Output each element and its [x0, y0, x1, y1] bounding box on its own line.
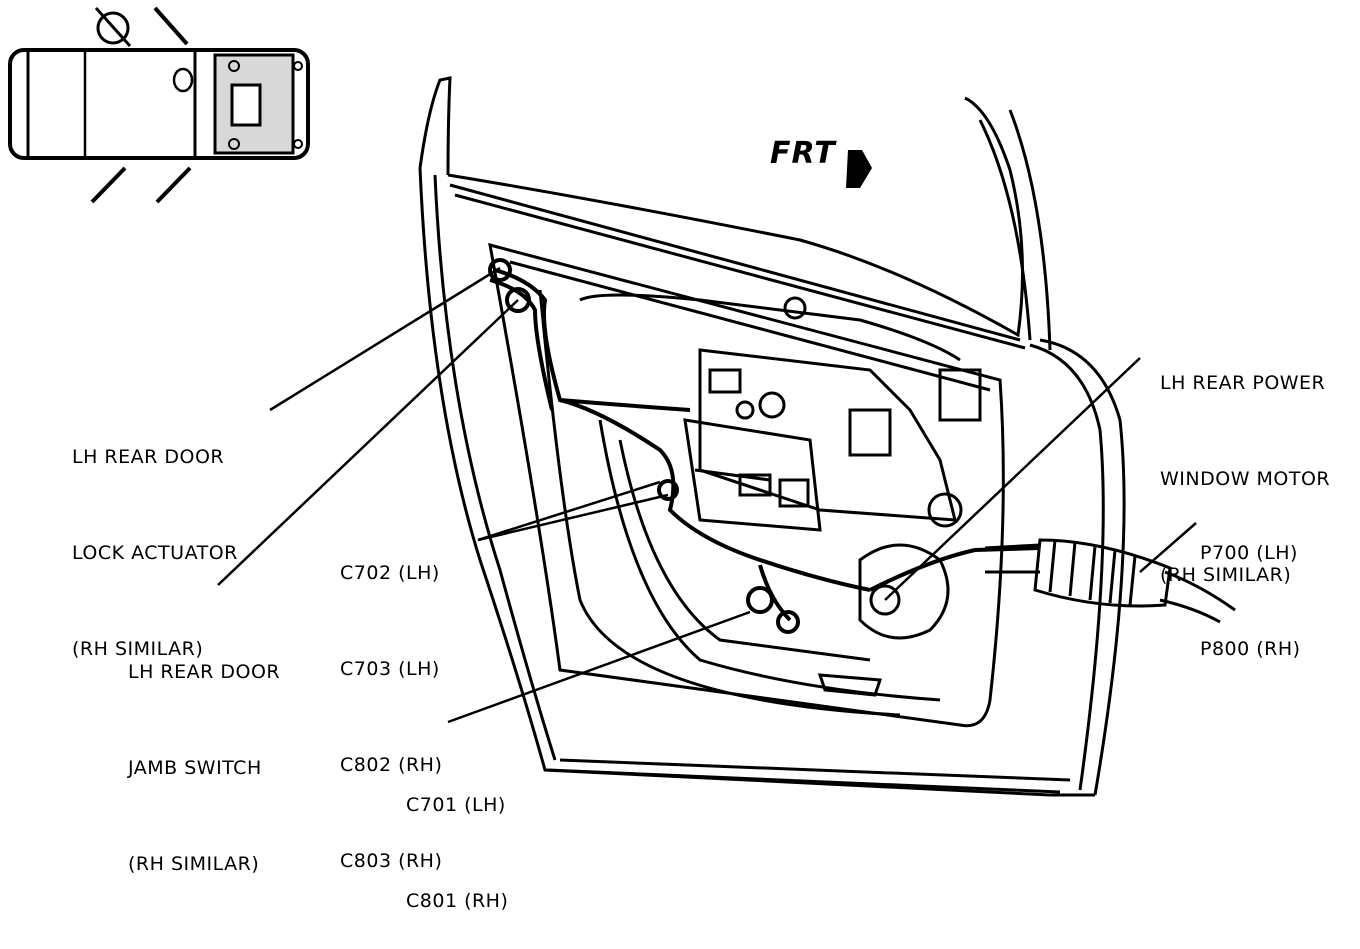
callout-line: C702 (LH) [340, 562, 440, 584]
callout-line: (RH SIMILAR) [72, 638, 204, 660]
callout-window-motor: LH REAR POWER WINDOW MOTOR (RH SIMILAR) [1160, 303, 1330, 623]
callout-line: C703 (LH) [340, 658, 440, 680]
callout-jamb-switch: LH REAR DOOR JAMB SWITCH (RH SIMILAR) [128, 592, 280, 912]
leader-lines [217, 266, 1197, 724]
callout-line: LH REAR DOOR [128, 661, 281, 683]
callout-line: JAMB SWITCH [128, 757, 262, 779]
callout-line: C801 (RH) [406, 890, 509, 912]
harness-boot [984, 538, 1236, 624]
door-wiring-diagram [8, 6, 1236, 797]
front-direction-arrow-icon [846, 150, 872, 188]
door-inner-panel [488, 242, 1005, 728]
callout-line: LH REAR DOOR [72, 446, 225, 468]
callout-line: (RH SIMILAR) [1160, 564, 1292, 586]
vehicle-top-view-icon [8, 6, 310, 204]
callout-line: LH REAR POWER [1160, 372, 1326, 394]
callout-connectors-c701: C701 (LH) C801 (RH) [406, 725, 508, 949]
callout-line: P800 (RH) [1200, 638, 1301, 660]
callout-line: C802 (RH) [340, 754, 443, 776]
front-direction-label: FRT [770, 136, 836, 171]
door-frame [418, 76, 1126, 797]
callout-line: C701 (LH) [406, 794, 506, 816]
callout-line: P700 (LH) [1200, 542, 1298, 564]
callout-lock-actuator: LH REAR DOOR LOCK ACTUATOR (RH SIMILAR) [72, 377, 238, 697]
window-regulator [683, 348, 963, 640]
callout-line: (RH SIMILAR) [128, 853, 260, 875]
callout-line: WINDOW MOTOR [1160, 468, 1331, 490]
callout-line: LOCK ACTUATOR [72, 542, 238, 564]
wiring-harness [488, 258, 1041, 634]
callout-harness-connector: P700 (LH) P800 (RH) [1200, 473, 1301, 697]
